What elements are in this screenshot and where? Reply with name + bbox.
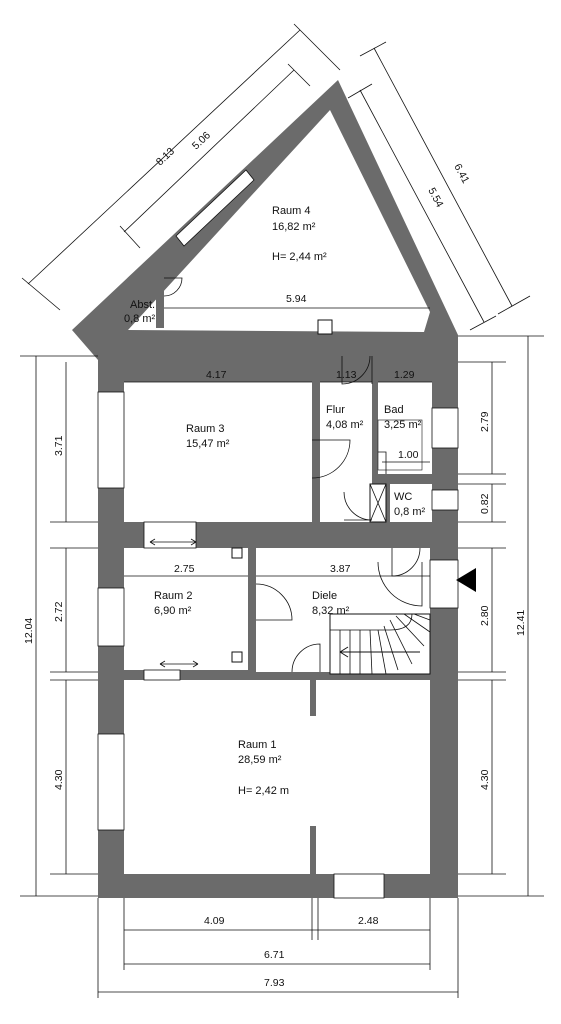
dim-right-0-82: 0.82 bbox=[479, 493, 491, 514]
entrance-marker bbox=[456, 568, 476, 592]
dim-4-17: 4.17 bbox=[206, 369, 227, 381]
attic-wall bbox=[72, 80, 458, 360]
dim-5-54: 5.54 bbox=[425, 186, 445, 210]
dim-5-06: 5.06 bbox=[190, 129, 213, 152]
abst-wall bbox=[156, 268, 164, 328]
door-raum1 bbox=[291, 643, 321, 673]
dim-5-94: 5.94 bbox=[286, 293, 307, 305]
dim-bottom-7-93: 7.93 bbox=[264, 977, 285, 989]
window-wc-right bbox=[431, 489, 459, 511]
bad-name: Bad bbox=[384, 404, 404, 416]
raum3-area: 15,47 m² bbox=[186, 438, 230, 450]
wc-area: 0,8 m² bbox=[394, 506, 426, 518]
staircase bbox=[329, 613, 431, 675]
raum4-area: 16,82 m² bbox=[272, 221, 316, 233]
raum2-name: Raum 2 bbox=[154, 590, 193, 602]
dim-left-3-71: 3.71 bbox=[53, 435, 65, 456]
door-entry bbox=[391, 547, 421, 577]
window-raum3-left bbox=[97, 391, 125, 489]
dim-right-4-30: 4.30 bbox=[479, 769, 491, 790]
bad-fixture bbox=[377, 419, 423, 471]
dim-bottom-6-71: 6.71 bbox=[264, 949, 285, 961]
raum2-area: 6,90 m² bbox=[154, 605, 192, 617]
abst-name: Abst. bbox=[130, 299, 155, 311]
raum1-area: 28,59 m² bbox=[238, 754, 282, 766]
dim-right-2-79: 2.79 bbox=[479, 411, 491, 432]
door-wc bbox=[343, 491, 373, 521]
dim-bottom-4-09: 4.09 bbox=[204, 915, 225, 927]
raum1-name: Raum 1 bbox=[238, 739, 277, 751]
door-bad bbox=[378, 451, 387, 474]
door-raum3 bbox=[311, 439, 351, 479]
pillar-bottom bbox=[231, 651, 243, 663]
window-raum4-roof bbox=[175, 169, 255, 247]
raum4-height: H= 2,44 m² bbox=[272, 251, 327, 263]
walls bbox=[72, 80, 458, 898]
dim-right-2-80: 2.80 bbox=[479, 605, 491, 626]
window-raum1-left bbox=[97, 733, 125, 831]
dim-right-12-41: 12.41 bbox=[515, 610, 527, 636]
wc-fixture bbox=[369, 483, 387, 523]
chimney-top bbox=[317, 319, 333, 335]
door-diele bbox=[377, 561, 423, 607]
window-bad-right bbox=[431, 407, 459, 449]
raum4-name: Raum 4 bbox=[272, 205, 311, 217]
dim-2-75: 2.75 bbox=[174, 563, 195, 575]
dim-6-41: 6.41 bbox=[451, 162, 471, 186]
raum1-height: H= 2,42 m bbox=[238, 785, 289, 797]
window-raum1-bottom bbox=[333, 873, 385, 899]
door-raum2 bbox=[255, 583, 293, 621]
dim-left-4-30: 4.30 bbox=[53, 769, 65, 790]
door-flur-top bbox=[341, 355, 371, 385]
dim-1-13: 1.13 bbox=[336, 369, 357, 381]
abst-area: 0,8 m² bbox=[124, 313, 156, 325]
dim-1-29: 1.29 bbox=[394, 369, 415, 381]
pillar-top bbox=[231, 547, 243, 559]
dim-3-87: 3.87 bbox=[330, 563, 351, 575]
room-labels: Raum 4 16,82 m² H= 2,44 m² Abst. 0,8 m² … bbox=[124, 205, 426, 797]
dim-1-00: 1.00 bbox=[398, 449, 419, 461]
window-raum3-bottom bbox=[143, 521, 197, 549]
window-raum2-bottom bbox=[143, 669, 181, 681]
sliding-door-raum2 bbox=[159, 660, 199, 668]
dim-left-12-04: 12.04 bbox=[23, 618, 35, 644]
dim-8-13: 8.13 bbox=[154, 145, 177, 168]
diele-area: 8,32 m² bbox=[312, 605, 350, 617]
bad-area: 3,25 m² bbox=[384, 419, 422, 431]
window-raum2-left bbox=[97, 587, 125, 647]
door-abst bbox=[163, 277, 183, 297]
diele-name: Diele bbox=[312, 590, 337, 602]
dimension-lines bbox=[20, 23, 544, 998]
dim-left-2-72: 2.72 bbox=[53, 601, 65, 622]
window-diele-right bbox=[429, 559, 459, 609]
flur-name: Flur bbox=[326, 404, 345, 416]
wc-name: WC bbox=[394, 491, 412, 503]
raum3-name: Raum 3 bbox=[186, 423, 225, 435]
flur-area: 4,08 m² bbox=[326, 419, 364, 431]
dim-bottom-2-48: 2.48 bbox=[358, 915, 379, 927]
sliding-door-raum3 bbox=[149, 538, 197, 546]
doors bbox=[149, 277, 423, 673]
